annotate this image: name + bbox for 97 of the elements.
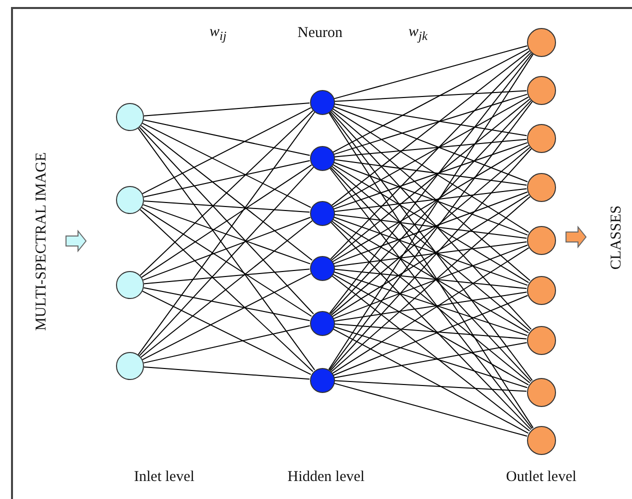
connection-line [334, 159, 528, 186]
layer-label: Hidden level [288, 470, 365, 484]
hidden-neuron [310, 146, 334, 170]
hidden-neuron [310, 200, 334, 226]
connection-line [332, 328, 529, 434]
connection-line [331, 275, 530, 432]
connection-line [143, 325, 310, 364]
connection-line [332, 108, 530, 233]
connection-line [332, 48, 529, 153]
output-neuron [526, 172, 556, 202]
layer-annotation: Neuron [298, 26, 342, 40]
hidden-neuron [310, 310, 334, 336]
connection-line [143, 200, 310, 213]
connection-line [334, 292, 528, 322]
connection-line [142, 107, 312, 194]
connection-line [329, 167, 533, 430]
connection-line [333, 244, 528, 320]
connection-line [140, 209, 314, 372]
connection-line [141, 164, 312, 278]
connection-line [142, 204, 311, 264]
connection-line [332, 247, 530, 374]
connection-line [143, 268, 310, 284]
connection-line [139, 126, 314, 314]
connection-line [330, 52, 532, 260]
connection-line [334, 104, 528, 136]
connection-line [328, 112, 534, 428]
connection-line [334, 90, 528, 102]
output-neuron [526, 28, 556, 56]
connection-line [333, 192, 528, 264]
connection-line [333, 142, 528, 210]
connection-line [142, 273, 312, 360]
connection-line [331, 98, 530, 261]
connection-line [334, 382, 528, 437]
connection-line [331, 220, 530, 384]
connection-line [333, 106, 528, 182]
connection-line [334, 323, 528, 340]
connection-line [333, 216, 528, 286]
connection-line [334, 138, 528, 158]
connection-line [334, 188, 528, 212]
output-neuron [526, 276, 556, 304]
output-neuron [526, 226, 556, 254]
output-neuron [526, 326, 556, 354]
connection-line [328, 54, 534, 370]
connection-line [143, 102, 310, 116]
hidden-neuron [310, 256, 334, 280]
output-neuron [526, 378, 556, 406]
connection-line [330, 110, 530, 282]
connection-line [334, 268, 528, 290]
weight-symbol: w$_{jk}$ [408, 25, 428, 42]
weight-symbol: w$_{ij}$ [210, 25, 226, 42]
output-neuron [526, 426, 556, 454]
connection-line [140, 110, 314, 276]
connection-line [332, 218, 529, 334]
output-neuron [526, 76, 556, 104]
connection-line [143, 119, 310, 156]
connection-line [141, 207, 312, 317]
connection-line [331, 50, 530, 206]
connection-line [331, 166, 530, 332]
output-label: CLASSES [610, 204, 625, 270]
connection-line [334, 214, 528, 239]
connection-line [143, 366, 310, 380]
connection-line [139, 166, 314, 356]
connection-line [332, 274, 529, 386]
connection-line [142, 216, 311, 281]
connection-line [143, 287, 310, 322]
connection-line [334, 241, 528, 267]
connection-line [332, 96, 529, 208]
connection-line [332, 144, 530, 262]
layer-label: Outlet level [506, 470, 576, 484]
connection-line [333, 94, 528, 155]
connection-line [333, 271, 528, 336]
hidden-neuron [310, 368, 334, 392]
layer-label: Inlet level [134, 470, 194, 484]
output-neuron [526, 124, 556, 152]
connection-line [143, 160, 310, 198]
input-neuron [116, 271, 144, 299]
connection-line [330, 222, 532, 430]
input-neuron [116, 352, 144, 380]
connection-line [329, 52, 533, 314]
input-neuron [116, 103, 144, 131]
connection-line [142, 290, 312, 375]
input-neuron [116, 186, 144, 214]
hidden-neuron [310, 90, 334, 114]
connection-line [331, 146, 530, 316]
connection-line [333, 295, 528, 376]
connection-line [334, 342, 528, 378]
connection-line [333, 162, 528, 236]
connection-line [142, 122, 312, 208]
connection-line [334, 45, 528, 100]
input-label: MULTI-SPECTRAL IMAGE [34, 152, 50, 330]
connection-line [333, 326, 528, 388]
connection-line [332, 194, 530, 317]
connection-line [334, 380, 528, 392]
connection-line [330, 196, 531, 372]
connection-line [332, 164, 530, 284]
connection-line [140, 220, 313, 358]
connection-line [140, 125, 313, 261]
